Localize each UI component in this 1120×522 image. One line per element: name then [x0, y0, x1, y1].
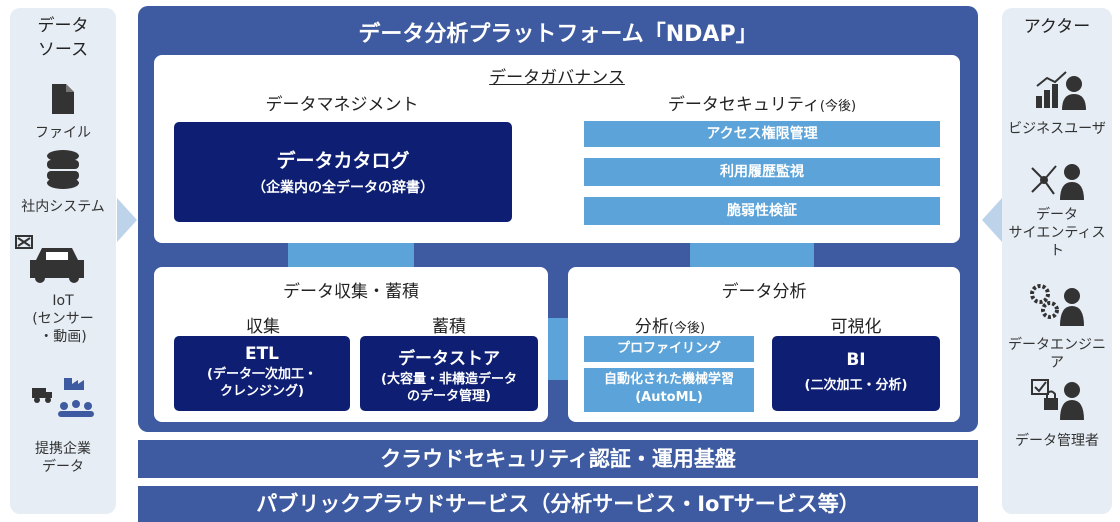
etl-title: ETL: [244, 344, 280, 364]
iot-label: IoT (センサー ・動画): [32, 293, 94, 345]
actor-title: アクター: [1023, 17, 1091, 37]
data-store-box[interactable]: データストア (大容量・非構造データ のデータ管理): [360, 336, 538, 411]
analysis-label-text: 分析: [634, 317, 669, 337]
partner-data-label: 提携企業 データ: [35, 441, 91, 475]
data-scientist-icon: [1031, 164, 1084, 200]
profiling-bar[interactable]: プロファイリング: [584, 336, 754, 362]
bi-title: BI: [846, 350, 866, 370]
partner-companies-icon: [32, 378, 94, 417]
data-store-subtitle: (大容量・非構造データ のデータ管理): [381, 372, 517, 404]
connector-right: [690, 243, 814, 267]
data-store-title: データストア: [398, 349, 500, 369]
visualization-label: 可視化: [830, 317, 882, 337]
data-manager-label: データ管理者: [1015, 433, 1099, 449]
internal-system-label: 社内システム: [21, 199, 105, 215]
connector-left: [288, 243, 414, 267]
collect-label: 収集: [246, 317, 280, 337]
public-cloud-band: パブリックプラウドサービス（分析サービス・IoTサービス等）: [138, 486, 978, 522]
right-flow-arrow: [982, 198, 1002, 242]
access-control-bar[interactable]: アクセス権限管理: [584, 121, 940, 147]
file-icon: [52, 84, 74, 114]
automl-bar[interactable]: 自動化された機械学習 (AutoML): [584, 368, 754, 412]
left-flow-arrow: [117, 198, 137, 242]
data-engineer-label: データエンジニア: [1008, 337, 1106, 371]
database-icon: [47, 150, 79, 189]
data-management-title: データマネジメント: [265, 95, 419, 115]
business-user-icon: [1036, 71, 1086, 110]
usage-monitoring-bar[interactable]: 利用履歴監視: [584, 158, 940, 186]
car-camera-icon: [15, 235, 84, 283]
governance-title: データガバナンス: [489, 68, 625, 88]
analysis-title: データ分析: [721, 282, 807, 302]
cloud-security-band: クラウドセキュリティ認証・運用基盤: [138, 440, 978, 478]
connector-middle: [548, 318, 568, 380]
bi-box[interactable]: BI (二次加工・分析): [772, 336, 940, 411]
store-label: 蓄積: [432, 317, 466, 337]
data-scientist-label: データ サイエンティスト: [1008, 207, 1106, 259]
data-security-title-suffix: (今後): [819, 99, 857, 114]
file-label: ファイル: [35, 125, 91, 141]
data-catalog-title: データカタログ: [276, 150, 410, 172]
etl-subtitle: (データ一次加工・ クレンジング): [207, 367, 317, 399]
analysis-label-suffix: (今後): [668, 321, 706, 336]
data-source-title: データ ソース: [37, 16, 89, 60]
collection-title: データ収集・蓄積: [283, 282, 419, 302]
data-catalog-subtitle: （企業内の全データの辞書）: [252, 180, 434, 196]
data-catalog-box[interactable]: データカタログ （企業内の全データの辞書）: [174, 122, 512, 222]
platform-title: データ分析プラットフォーム「NDAP」: [358, 22, 758, 47]
bi-subtitle: (二次加工・分析): [804, 378, 908, 393]
data-security-title-text: データセキュリティ: [667, 95, 820, 115]
data-manager-icon: [1031, 379, 1084, 420]
analysis-label: 分析(今後): [584, 312, 756, 337]
etl-box[interactable]: ETL (データ一次加工・ クレンジング): [174, 336, 350, 411]
vulnerability-check-bar[interactable]: 脆弱性検証: [584, 197, 940, 225]
data-security-title: データセキュリティ(今後): [584, 90, 940, 115]
business-user-label: ビジネスユーザ: [1008, 121, 1106, 137]
data-engineer-icon: [1030, 284, 1084, 326]
